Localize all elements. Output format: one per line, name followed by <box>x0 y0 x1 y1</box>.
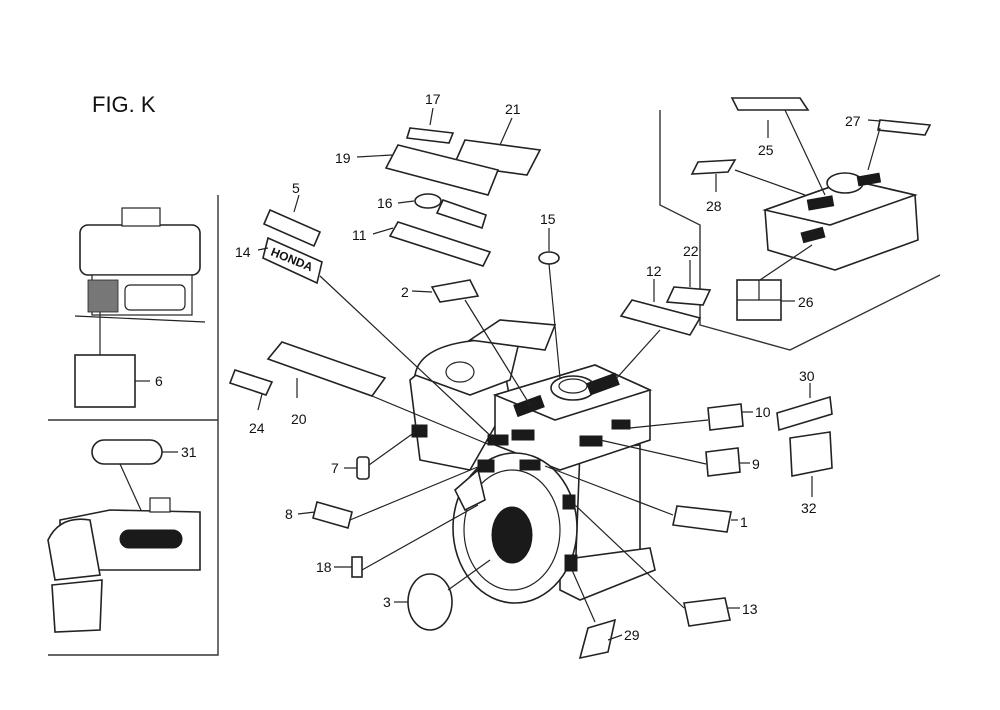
part-number-15: 15 <box>540 211 556 227</box>
decal-11 <box>388 221 492 267</box>
part-number-28: 28 <box>706 198 722 214</box>
part-number-27: 27 <box>845 113 861 129</box>
part-number-22: 22 <box>683 243 699 259</box>
decal-16 <box>414 193 442 209</box>
inset-fuel-tank <box>690 97 932 321</box>
main-engine <box>409 319 656 604</box>
inset-air-filter-view <box>47 439 201 633</box>
part-number-19: 19 <box>335 150 351 166</box>
decal-8 <box>312 501 353 529</box>
decal-31 <box>91 439 163 465</box>
part-number-26: 26 <box>798 294 814 310</box>
part-number-2: 2 <box>401 284 409 300</box>
part-number-14: 14 <box>235 244 251 260</box>
part-number-32: 32 <box>801 500 817 516</box>
decal-25 <box>730 97 810 111</box>
part-number-11: 11 <box>352 227 367 243</box>
part-number-16: 16 <box>377 195 393 211</box>
inset-fuel-tank-frame <box>659 110 941 351</box>
part-number-17: 17 <box>425 91 441 107</box>
part-number-3: 3 <box>383 594 391 610</box>
part-number-13: 13 <box>742 601 758 617</box>
decal-18 <box>351 556 363 578</box>
decal-13 <box>683 597 731 627</box>
decal-6 <box>74 354 136 408</box>
decal-30 <box>776 395 833 432</box>
decal-17 <box>405 127 455 144</box>
decal-9 <box>705 447 741 477</box>
part-number-31: 31 <box>181 444 197 460</box>
decal-28 <box>690 159 737 175</box>
part-number-18: 18 <box>316 559 332 575</box>
decal-16-strip <box>435 199 487 230</box>
decal-15 <box>538 251 560 265</box>
main-decals: HONDA <box>228 127 833 660</box>
part-number-7: 7 <box>331 460 339 476</box>
decal-5 <box>262 208 322 248</box>
decal-27 <box>877 119 932 136</box>
decal-32 <box>789 431 833 477</box>
part-number-8: 8 <box>285 506 293 522</box>
left-inset-frames <box>48 195 219 656</box>
part-number-labels: 1 2 3 5 6 7 8 9 10 11 12 13 14 15 16 17 … <box>155 91 861 643</box>
decal-12 <box>619 299 702 336</box>
part-number-25: 25 <box>758 142 774 158</box>
decal-3 <box>407 573 453 631</box>
decal-1 <box>672 505 732 533</box>
part-number-24: 24 <box>249 420 265 436</box>
part-number-5: 5 <box>292 180 300 196</box>
decal-2 <box>430 279 480 303</box>
leader-lines <box>257 107 881 641</box>
part-number-9: 9 <box>752 456 760 472</box>
part-number-29: 29 <box>624 627 640 643</box>
part-number-20: 20 <box>291 411 307 427</box>
decal-24 <box>228 369 274 396</box>
decal-19 <box>384 144 500 196</box>
part-number-30: 30 <box>799 368 815 384</box>
part-number-10: 10 <box>755 404 771 420</box>
decal-7 <box>356 456 370 480</box>
decal-10 <box>707 403 744 431</box>
decal-29 <box>578 618 617 660</box>
decal-22 <box>665 286 712 306</box>
part-number-12: 12 <box>646 263 662 279</box>
part-number-21: 21 <box>505 101 521 117</box>
figure-title: FIG. K <box>92 92 156 117</box>
part-number-1: 1 <box>740 514 748 530</box>
part-number-6: 6 <box>155 373 163 389</box>
decal-20 <box>266 341 387 397</box>
inset-engine-top-view <box>74 207 206 408</box>
